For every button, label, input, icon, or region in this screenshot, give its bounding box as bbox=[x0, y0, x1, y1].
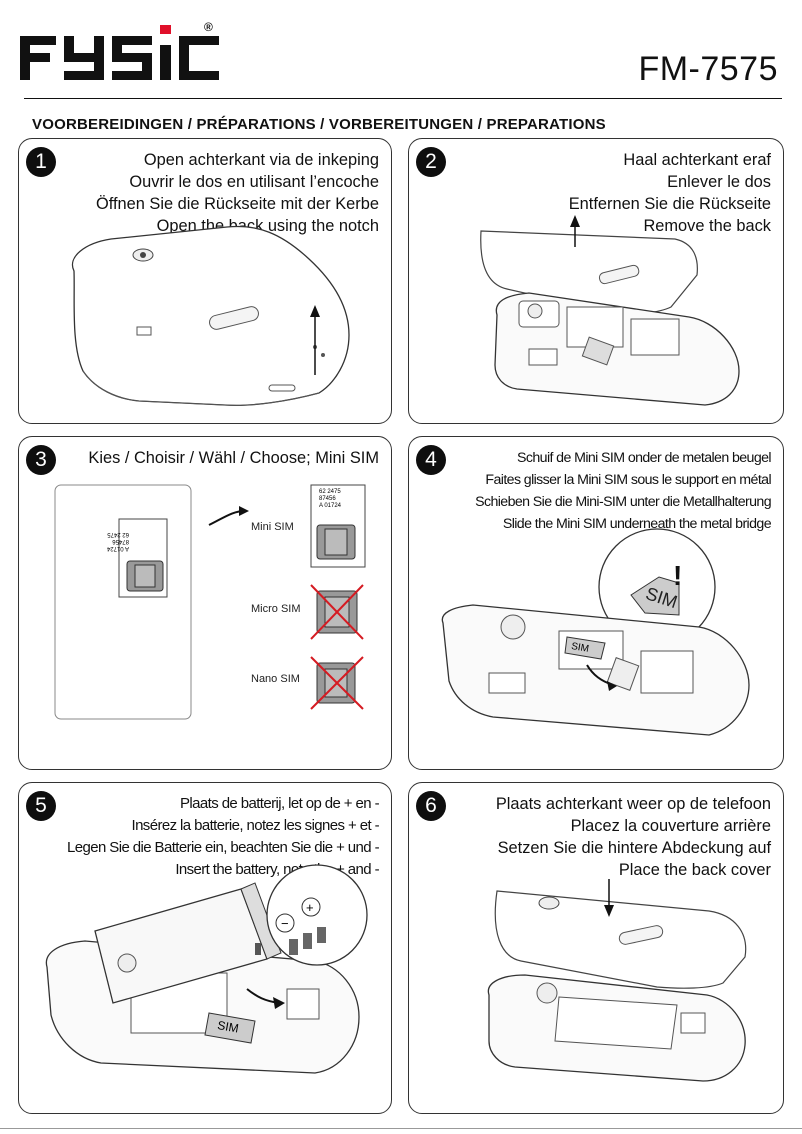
phone-back-illustration bbox=[71, 225, 350, 407]
step-1-line-nl: Open achterkant via de inkeping bbox=[143, 151, 379, 169]
step-2-instructions: Haal achterkant eraf Enlever le dos Entf… bbox=[569, 149, 771, 237]
registered-mark: ® bbox=[204, 20, 213, 34]
sim-choice-illustration: 62 2475 87456 A 01724 62 2475 87456 A 01… bbox=[54, 484, 366, 720]
model-number: FM-7575 bbox=[638, 50, 778, 88]
step-1-number: 1 bbox=[26, 147, 56, 177]
svg-text:62 2475: 62 2475 bbox=[107, 531, 129, 537]
step-3-number: 3 bbox=[26, 445, 56, 475]
step-6-line-nl: Plaats achterkant weer op de telefoon bbox=[495, 795, 771, 813]
remove-back-illustration bbox=[480, 215, 740, 406]
sim-card-text: SIM bbox=[216, 1018, 239, 1035]
warning-mark: ! bbox=[673, 560, 682, 591]
step-6-line-de: Setzen Sie die hintere Abdeckung auf bbox=[497, 839, 771, 857]
step-2-panel: 2 Haal achterkant eraf Enlever le dos En… bbox=[408, 138, 784, 424]
replace-back-illustration bbox=[487, 879, 747, 1082]
minus-sign: − bbox=[281, 916, 289, 931]
step-3-instructions: Kies / Choisir / Wähl / Choose; Mini SIM bbox=[88, 447, 379, 469]
step-4-number: 4 bbox=[416, 445, 446, 475]
insert-battery-illustration: − + SIM bbox=[45, 864, 368, 1074]
step-4-instructions: Schuif de Mini SIM onder de metalen beug… bbox=[475, 447, 771, 535]
step-6-line-en: Place the back cover bbox=[618, 861, 771, 879]
step-3-panel: 3 Kies / Choisir / Wähl / Choose; Mini S… bbox=[18, 436, 392, 770]
step-5-line-nl: Plaats de batterij, let op de + en - bbox=[180, 795, 380, 812]
nano-sim-label: Nano SIM bbox=[251, 673, 300, 685]
step-6-line-fr: Placez la couverture arrière bbox=[570, 817, 771, 835]
step-2-line-fr: Enlever le dos bbox=[667, 173, 771, 191]
step-2-line-de: Entfernen Sie die Rückseite bbox=[568, 195, 771, 213]
footer-rule bbox=[0, 1128, 802, 1129]
step-5-line-fr: Insérez la batterie, notez les signes + … bbox=[131, 817, 380, 834]
svg-text:A 01724: A 01724 bbox=[319, 503, 342, 509]
step-4-line-nl: Schuif de Mini SIM onder de metalen beug… bbox=[517, 450, 772, 466]
step-6-instructions: Plaats achterkant weer op de telefoon Pl… bbox=[496, 793, 771, 881]
step-5-instructions: Plaats de batterij, let op de + en - Ins… bbox=[67, 793, 380, 881]
step-4-line-de: Schieben Sie die Mini-SIM unter die Meta… bbox=[475, 494, 771, 510]
step-2-line-en: Remove the back bbox=[643, 217, 771, 235]
svg-text:87456: 87456 bbox=[319, 496, 336, 502]
svg-text:A 01724: A 01724 bbox=[106, 545, 129, 551]
header-divider bbox=[24, 98, 782, 99]
micro-sim-label: Micro SIM bbox=[251, 603, 301, 615]
step-1-panel: 1 Open achterkant via de inkeping Ouvrir… bbox=[18, 138, 392, 424]
plus-sign: + bbox=[306, 900, 314, 915]
step-4-line-fr: Faites glisser la Mini SIM sous le suppo… bbox=[485, 472, 771, 488]
sim-card-text: SIM bbox=[570, 641, 589, 655]
step-1-line-fr: Ouvrir le dos en utilisant l’encoche bbox=[129, 173, 379, 191]
step-6-panel: 6 Plaats achterkant weer op de telefoon … bbox=[408, 782, 784, 1114]
step-5-number: 5 bbox=[26, 791, 56, 821]
step-1-line-de: Öffnen Sie die Rückseite mit der Kerbe bbox=[95, 195, 379, 213]
section-heading: VOORBEREIDINGEN / PRÉPARATIONS / VORBERE… bbox=[32, 116, 606, 133]
insert-sim-illustration: SIM ! SIM bbox=[441, 528, 750, 736]
step-4-panel: 4 Schuif de Mini SIM onder de metalen be… bbox=[408, 436, 784, 770]
svg-text:87456: 87456 bbox=[112, 538, 129, 544]
mini-sim-label: Mini SIM bbox=[251, 521, 294, 533]
step-5-line-de: Legen Sie die Batterie ein, beachten Sie… bbox=[67, 839, 380, 856]
fysic-logo bbox=[20, 25, 219, 80]
step-2-number: 2 bbox=[416, 147, 446, 177]
step-4-line-en: Slide the Mini SIM underneath the metal … bbox=[502, 516, 772, 532]
step-3-line-all: Kies / Choisir / Wähl / Choose; Mini SIM bbox=[88, 449, 379, 467]
step-5-panel: 5 Plaats de batterij, let op de + en - I… bbox=[18, 782, 392, 1114]
svg-text:62 2475: 62 2475 bbox=[319, 489, 341, 495]
step-6-number: 6 bbox=[416, 791, 446, 821]
step-2-line-nl: Haal achterkant eraf bbox=[623, 151, 771, 169]
